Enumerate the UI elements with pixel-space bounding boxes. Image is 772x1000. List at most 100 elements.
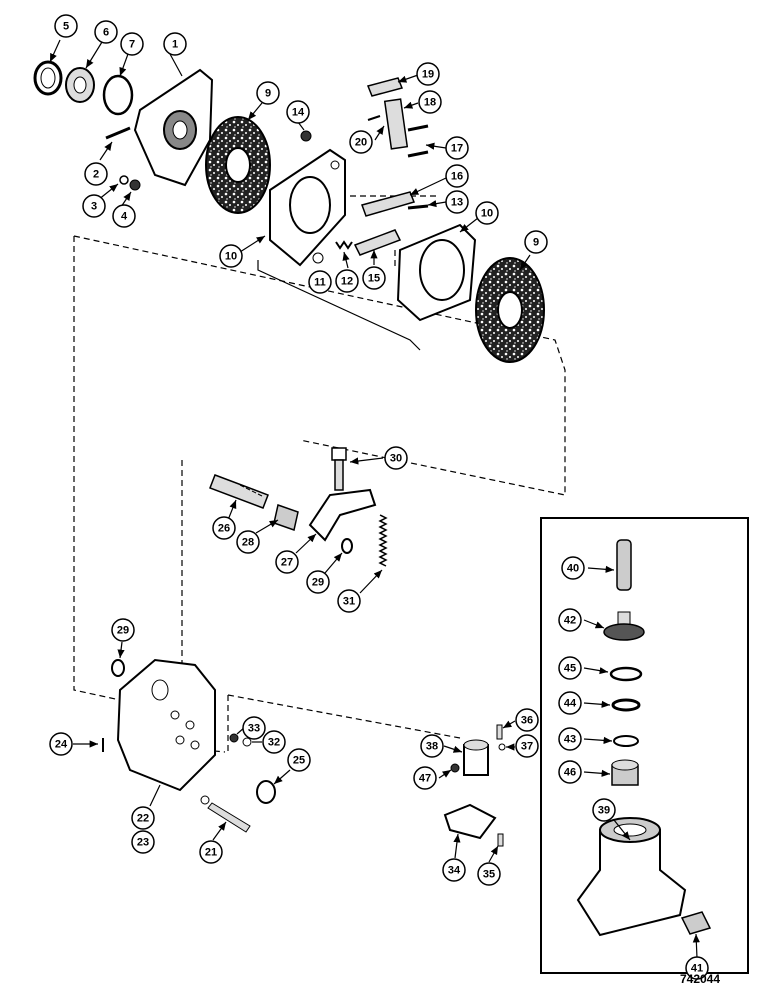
callout-c9a: 9 [256,81,280,105]
nut-47 [450,763,460,773]
callout-c37: 37 [515,734,539,758]
callout-c1: 1 [163,32,187,56]
sub-assembly-bracket [257,260,421,351]
callout-label: 20 [355,137,367,149]
inset-box [540,517,749,974]
screw-35 [497,833,504,847]
nut-14 [300,130,312,142]
callout-circle [445,190,469,214]
callout-circle [524,230,548,254]
callout-circle [163,32,187,56]
callout-circle [287,748,311,772]
callout-label: 28 [242,537,254,549]
callout-label: 4 [121,211,128,223]
callout-c13: 13 [445,190,469,214]
callout-label: 26 [218,523,230,535]
callout-c34: 34 [442,858,466,882]
actuator-plate-front [269,148,346,267]
callout-circle [515,708,539,732]
callout-label: 45 [564,663,576,675]
callout-circle [262,730,286,754]
callout-label: 9 [533,237,539,249]
bolt-30 [331,447,347,491]
ball [312,252,324,264]
callout-label: 31 [343,596,355,608]
callout-label: 43 [564,734,576,746]
callout-circle [592,798,616,822]
callout-c33: 33 [242,716,266,740]
callout-label: 38 [426,741,438,753]
callout-circle [111,618,135,642]
callout-label: 9 [265,88,271,100]
callout-label: 16 [451,171,463,183]
brake-disc-front [205,116,271,214]
washer-37 [498,743,506,751]
callout-c41: 41 [685,956,709,980]
callout-c21: 21 [199,840,223,864]
callout-label: 33 [248,723,260,735]
link-15 [353,229,402,256]
callout-circle [131,830,155,854]
callout-circle [219,244,243,268]
leader-lines [49,39,700,959]
callout-label: 29 [312,577,324,589]
cylinder-39 [576,817,687,937]
callout-circle [337,589,361,613]
callout-circle [558,656,582,680]
pin [105,126,131,140]
callout-label: 39 [598,805,610,817]
callout-c10b: 10 [475,201,499,225]
callout-label: 42 [564,615,576,627]
callout-c3: 3 [82,194,106,218]
callout-c32: 32 [262,730,286,754]
seal-25 [256,780,276,804]
callout-c2: 2 [84,162,108,186]
callout-c31: 31 [337,589,361,613]
callout-label: 1 [172,39,178,51]
callout-label: 29 [117,625,129,637]
piston-42 [603,611,645,641]
callout-c36: 36 [515,708,539,732]
callout-circle [286,100,310,124]
callout-circle [362,266,386,290]
nut-33 [229,733,239,743]
callout-c20: 20 [349,130,373,154]
callout-label: 40 [567,563,579,575]
callout-c29b: 29 [111,618,135,642]
callout-c23: 23 [131,830,155,854]
callout-circle [413,766,437,790]
bolt-21 [200,795,251,833]
callout-label: 10 [481,208,493,220]
callout-c42: 42 [558,608,582,632]
callout-circle [308,270,332,294]
washer-29b [111,659,125,677]
callout-circle [558,760,582,784]
callout-circle [445,164,469,188]
callout-label: 3 [91,201,97,213]
snap-ring-45 [609,666,643,682]
callout-c45: 45 [558,656,582,680]
callout-circle [131,806,155,830]
callout-c46: 46 [558,760,582,784]
bushing [273,504,299,531]
callout-c11: 11 [308,270,332,294]
callout-circle [558,727,582,751]
seal-ring [33,60,63,96]
callout-label: 18 [424,97,436,109]
callout-c22: 22 [131,806,155,830]
callout-circle [82,194,106,218]
screw-36 [496,724,503,740]
callout-circle [475,201,499,225]
callout-label: 34 [448,865,461,877]
callout-label: 10 [225,251,237,263]
callout-label: 22 [137,813,149,825]
callout-circle [445,136,469,160]
bearing [65,67,95,103]
callout-circle [54,14,78,38]
callout-circle [236,530,260,554]
callout-c16: 16 [445,164,469,188]
callout-c12: 12 [335,269,359,293]
callout-c17: 17 [445,136,469,160]
spring-small [335,240,353,250]
